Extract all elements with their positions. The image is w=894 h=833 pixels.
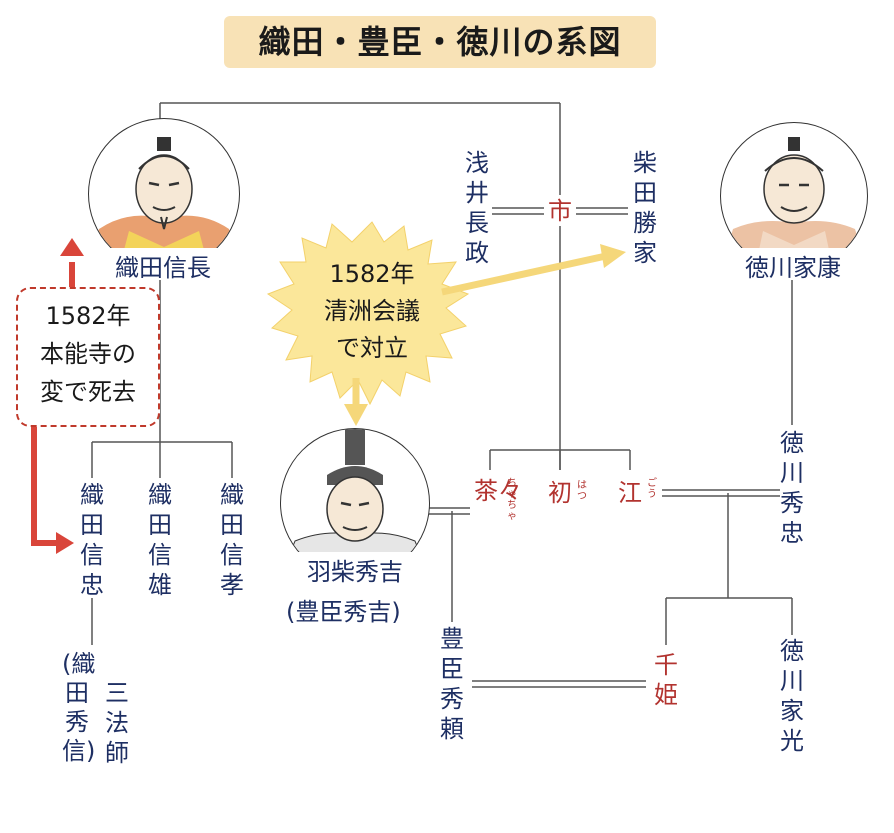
name-shibata: 柴田勝家	[633, 149, 657, 267]
arrow-head-right	[56, 532, 74, 554]
arrow-head-shibata	[600, 244, 626, 268]
name-iemitsu: 徳川家光	[780, 637, 804, 755]
name-nobutaka: 織田信孝	[220, 481, 244, 599]
name-azai: 浅井長政	[465, 149, 489, 267]
event-arrow-red	[31, 262, 75, 546]
kiyosu-line2: 清洲会議	[324, 297, 420, 325]
diagram-title: 織田・豊臣・徳川の系図	[224, 16, 656, 68]
ruby-chacha: ちゃちゃ	[507, 478, 517, 522]
name-nobunaga: 織田信長	[100, 248, 226, 282]
arrow-head-up	[60, 238, 84, 256]
name-ieyasu: 徳川家康	[728, 248, 858, 282]
name-nobutada: 織田信忠	[80, 481, 104, 599]
name-sanboshi: 三法師	[105, 679, 129, 767]
conference-burst	[266, 221, 470, 406]
name-go: 江	[618, 479, 642, 507]
name-senhime: 千姫	[654, 651, 678, 709]
name-hatsu: 初	[548, 479, 572, 507]
kiyosu-year: 1582年	[329, 260, 415, 288]
name-hidenobu: (織田秀信)	[62, 650, 96, 765]
name-ichi: 市	[548, 197, 572, 225]
kiyosu-event-text: 1582年 清洲会議 で対立	[302, 256, 442, 367]
ruby-hatsu: はつ	[577, 480, 587, 502]
name-nobukatsu: 織田信雄	[148, 481, 172, 599]
kiyosu-line3: で対立	[336, 334, 408, 362]
honnoji-event-box: 1582年 本能寺の 変で死去	[16, 287, 160, 427]
name-hideyori: 豊臣秀頼	[440, 625, 464, 743]
name-chacha: 茶々	[474, 477, 522, 505]
arrow-head-hideyoshi	[344, 404, 368, 426]
event-arrow-yellow	[352, 252, 607, 408]
honnoji-line2: 本能寺の	[40, 340, 136, 368]
name-hideyoshi: 羽柴秀吉	[288, 552, 422, 586]
name-hideyoshi-alt: (豊臣秀吉)	[286, 598, 401, 626]
honnoji-year: 1582年	[45, 302, 131, 330]
name-hidetada: 徳川秀忠	[780, 429, 804, 547]
ruby-go: ごう	[647, 478, 657, 500]
honnoji-line3: 変で死去	[40, 378, 136, 406]
